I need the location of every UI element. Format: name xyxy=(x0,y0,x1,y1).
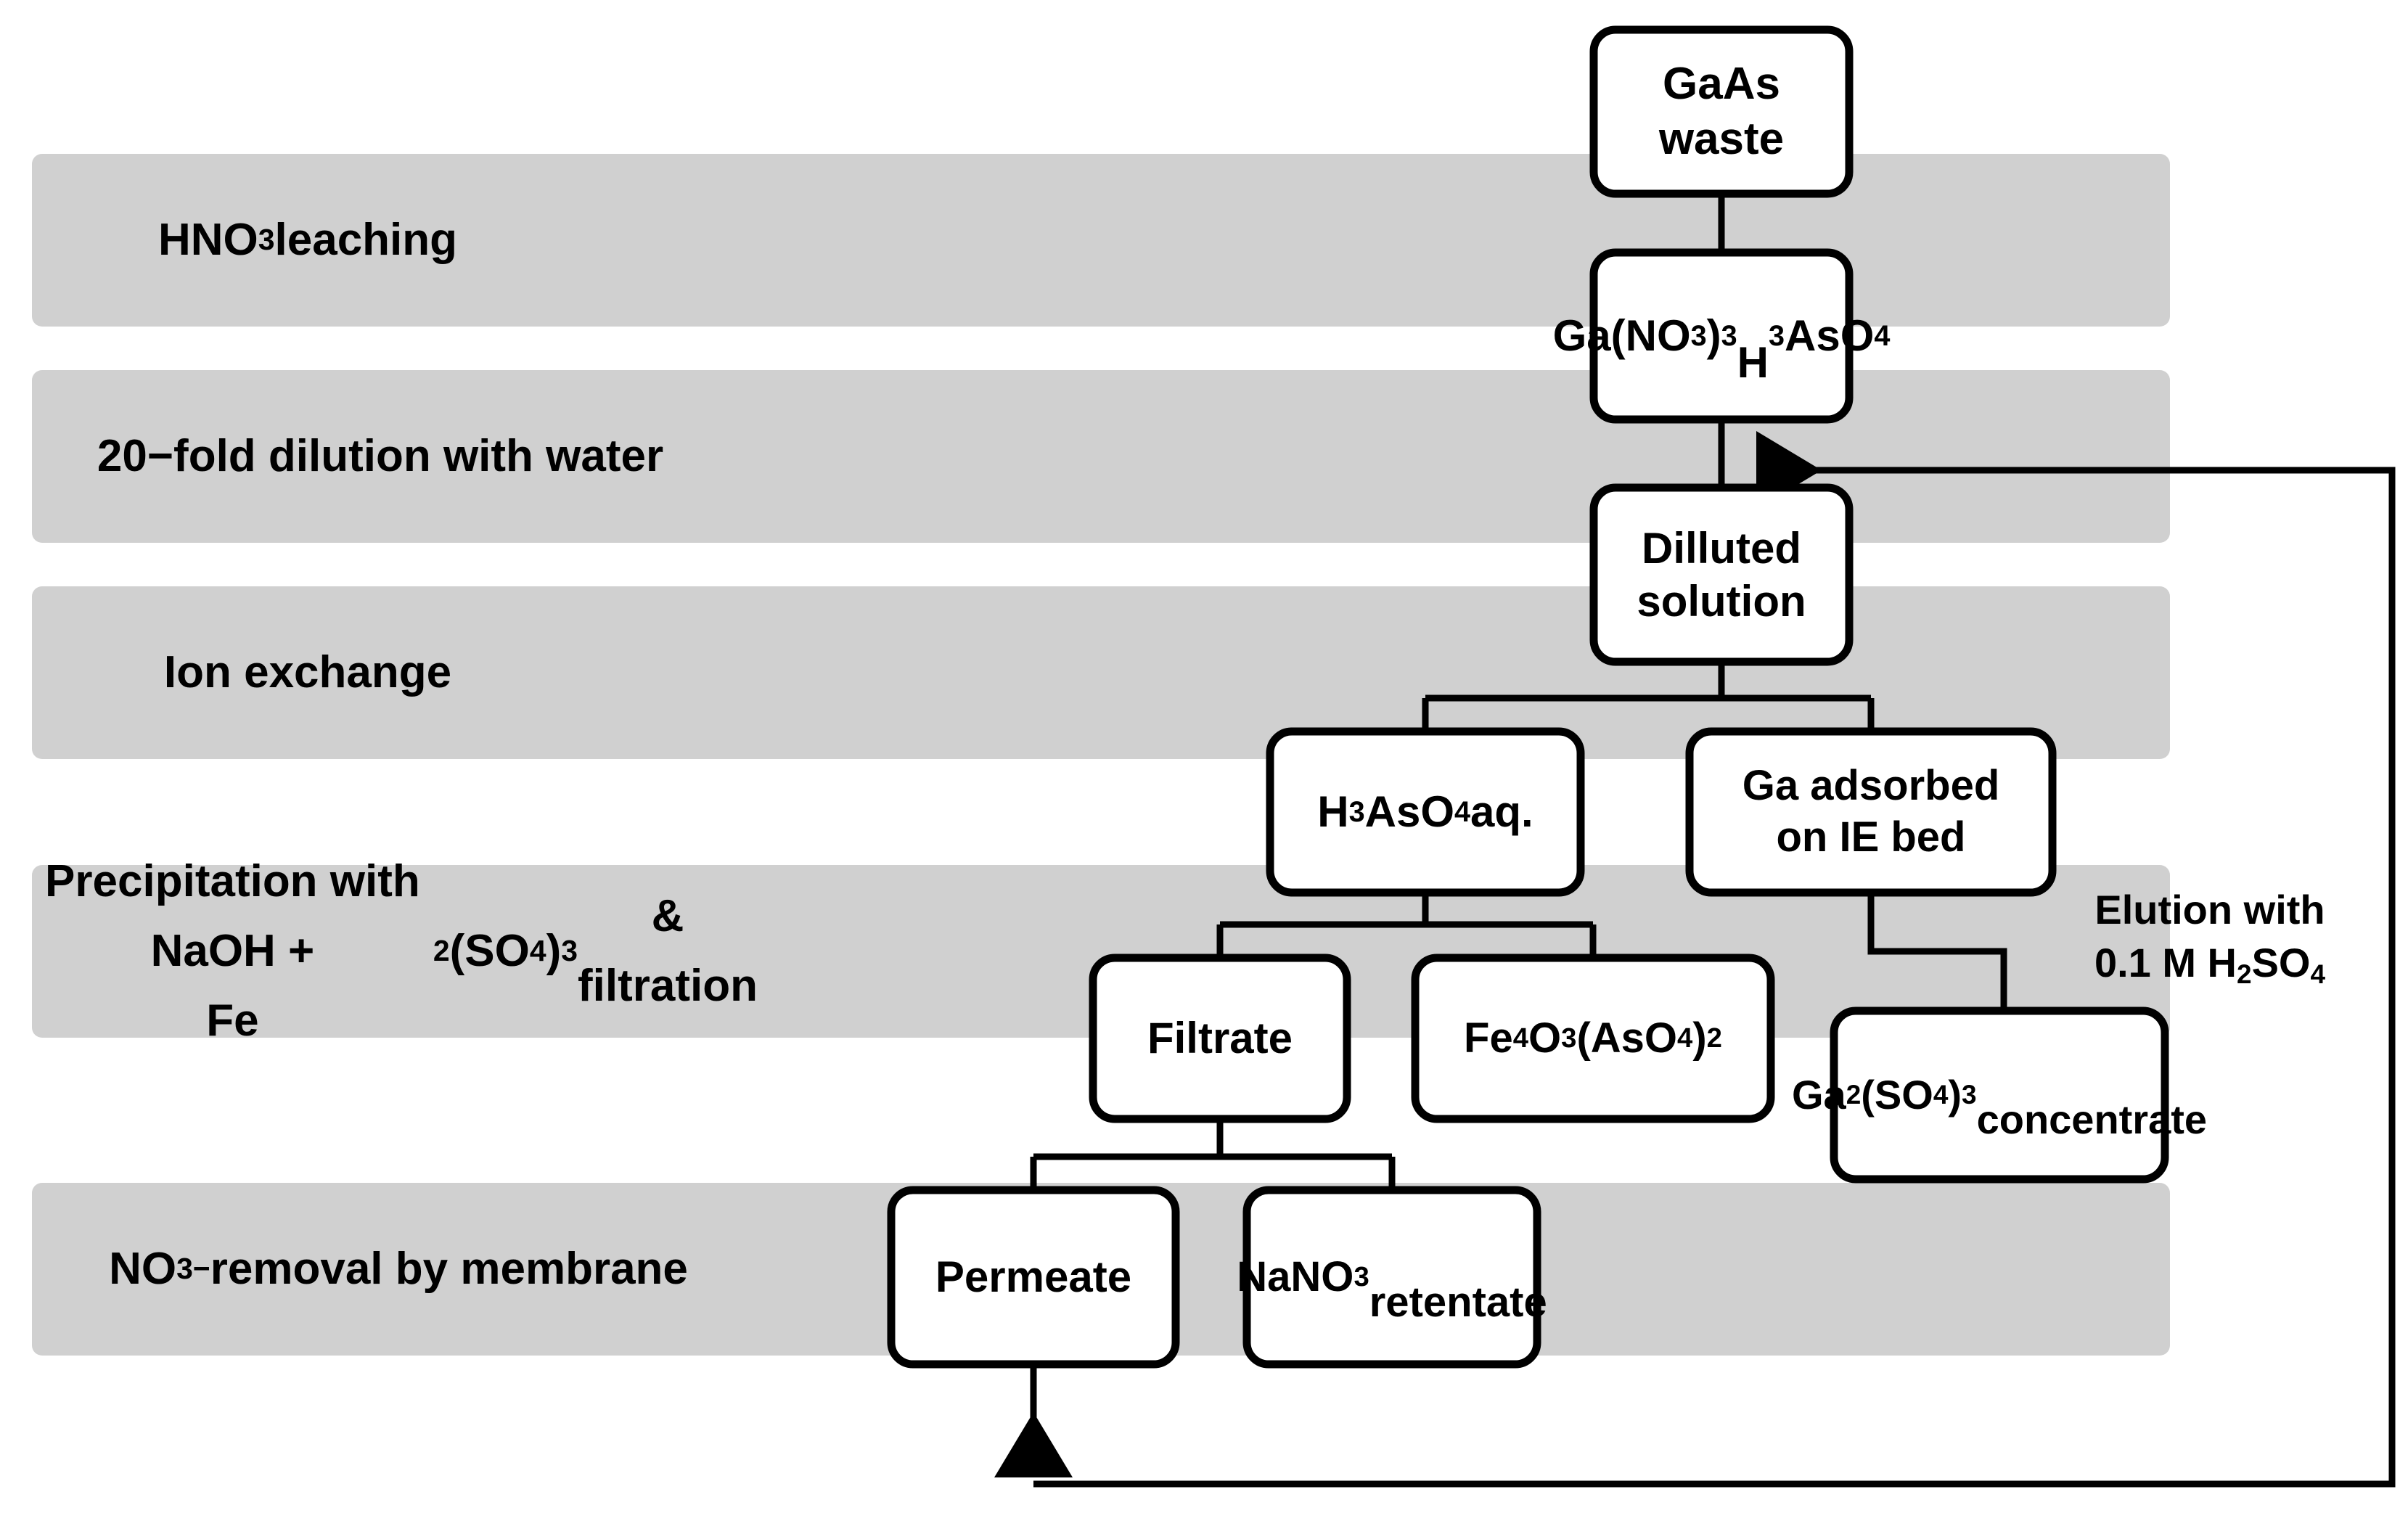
connector-iebed-to-concentrate xyxy=(1867,893,2007,1011)
connector-permeate-recycle-return xyxy=(1033,431,2396,1488)
node-box-gaas-waste[interactable] xyxy=(1589,25,1854,198)
node-box-nano3-retentate[interactable] xyxy=(1242,1186,1541,1369)
node-box-group xyxy=(887,25,2169,1369)
node-box-dilluted-solution[interactable] xyxy=(1589,483,1854,666)
node-box-ga-adsorbed-ie-bed[interactable] xyxy=(1685,727,2057,897)
node-box-ga-nitrate-arsenic-acid[interactable] xyxy=(1589,248,1854,424)
node-box-permeate[interactable] xyxy=(887,1186,1180,1369)
node-box-iron-arsenate[interactable] xyxy=(1411,954,1775,1123)
node-box-arsenic-acid-aq[interactable] xyxy=(1266,727,1585,897)
band-label-dilution: 20−fold dilution with water xyxy=(97,431,664,482)
node-box-ga-sulfate-concentrate[interactable] xyxy=(1830,1006,2169,1184)
band-label-ion-exchange: Ion exchange xyxy=(163,647,452,698)
connector-group xyxy=(994,194,2396,1488)
node-box-filtrate[interactable] xyxy=(1089,954,1351,1123)
